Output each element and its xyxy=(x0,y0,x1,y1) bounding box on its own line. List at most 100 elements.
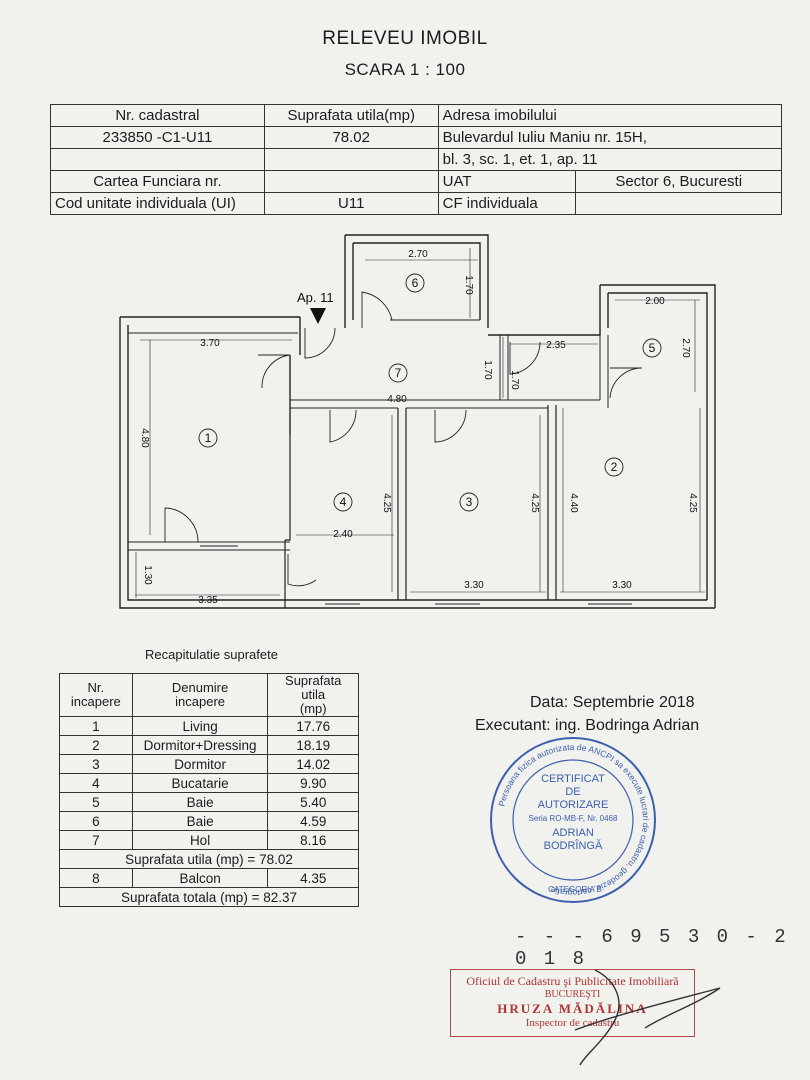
dimension-text: 4.80 xyxy=(139,428,150,448)
stamp-category: CATEGORIA B xyxy=(548,885,602,894)
room-number: 1 xyxy=(205,431,212,445)
recap-title: Recapitulatie suprafete xyxy=(145,647,278,662)
window xyxy=(200,541,238,547)
room-circle xyxy=(333,492,353,512)
cell-name: Dormitor xyxy=(131,754,269,774)
header-nr: Nr. incapere xyxy=(59,673,133,717)
cell-area: 4.35 xyxy=(267,868,359,888)
adresa-line2: bl. 3, sc. 1, et. 1, ap. 11 xyxy=(437,148,783,171)
adresa-label: Adresa imobilului xyxy=(437,104,783,127)
interior-wall xyxy=(499,335,609,408)
cell-nr: 4 xyxy=(59,773,133,793)
cell-nr: 3 xyxy=(59,754,133,774)
door-swing xyxy=(609,367,643,399)
interior-wall xyxy=(397,408,407,600)
cell-name: Baie xyxy=(131,792,269,812)
dimension-text: 2.35 xyxy=(546,340,566,351)
cell-name: Hol xyxy=(131,830,269,850)
entrance-arrow-icon xyxy=(310,308,326,324)
window xyxy=(325,599,632,605)
door-swing xyxy=(329,409,357,443)
adresa-line1: Bulevardul Iuliu Maniu nr. 15H, xyxy=(437,126,783,149)
dimension-text: 1.70 xyxy=(482,360,493,380)
cell-name: Baie xyxy=(131,811,269,831)
cell-name: Bucatarie xyxy=(131,773,269,793)
cod-ui-label: Cod unitate individuala (UI) xyxy=(50,192,265,215)
dimension-text: 4.40 xyxy=(568,493,579,513)
dimension-text: 3.35 xyxy=(198,595,218,606)
door-swing xyxy=(304,327,336,359)
stamp-line: Seria RO-MB-F, Nr. 0468 xyxy=(529,814,618,823)
header-denumire-text: Denumire incapere xyxy=(171,680,229,709)
room-number: 3 xyxy=(466,495,473,509)
stamp-outer-ring xyxy=(490,737,656,903)
dimension-text: 1.70 xyxy=(509,370,520,390)
stamp-line: BODRÎNGĂ xyxy=(544,839,603,852)
empty-cell xyxy=(263,170,439,193)
dimension-text: 2.40 xyxy=(333,529,353,540)
dimension-text: 4.25 xyxy=(381,493,392,513)
nr-cadastral-value: 233850 -C1-U11 xyxy=(50,126,265,149)
floor-plan: Ap. 11 6 5 7 1 2 4 3 2.70 1.70 2.00 2.70… xyxy=(119,234,716,609)
dimension-text: 4.80 xyxy=(387,394,407,405)
room-number: 7 xyxy=(395,366,402,380)
header-nr-text: Nr. incapere xyxy=(70,680,121,709)
empty-cell xyxy=(575,192,782,215)
dimension-text: 2.70 xyxy=(408,249,428,260)
room-number: 2 xyxy=(611,460,618,474)
room-circle xyxy=(388,363,408,383)
suprafata-label: Suprafata utila(mp) xyxy=(263,104,439,127)
stamp-inner-ring xyxy=(512,759,634,881)
cell-area: 8.16 xyxy=(267,830,359,850)
subtotal-row: Suprafata utila (mp) = 78.02 xyxy=(59,849,359,869)
stamp-line: CERTIFICAT xyxy=(541,773,605,785)
door-swing xyxy=(164,507,199,543)
room-circle xyxy=(604,457,624,477)
room-circle xyxy=(642,338,662,358)
door-swing xyxy=(287,554,317,587)
cell-area: 17.76 xyxy=(267,716,359,736)
dimension-text: 2.00 xyxy=(645,296,665,307)
cell-nr: 7 xyxy=(59,830,133,850)
registration-number: - - - 6 9 5 3 0 - 2 0 1 8 xyxy=(515,926,789,970)
stamp-line: DE xyxy=(565,786,580,798)
outer-wall xyxy=(289,317,301,435)
cell-nr: 5 xyxy=(59,792,133,812)
nr-cadastral-label: Nr. cadastral xyxy=(50,104,265,127)
cell-area: 9.90 xyxy=(267,773,359,793)
dimension-text: 1.30 xyxy=(142,565,153,585)
total-row: Suprafata totala (mp) = 82.37 xyxy=(59,887,359,907)
dimension-text: 3.30 xyxy=(464,580,484,591)
cell-area: 4.59 xyxy=(267,811,359,831)
executant: Executant: ing. Bodringa Adrian xyxy=(475,717,700,734)
empty-cell xyxy=(50,148,265,171)
outer-wall xyxy=(345,234,489,328)
stamp-line: ADRIAN xyxy=(552,827,594,839)
dimension-text: 2.70 xyxy=(680,338,691,358)
ocpi-line: Oficiul de Cadastru şi Publicitate Imobi… xyxy=(466,974,679,988)
door-swing xyxy=(361,291,393,328)
cell-name: Dormitor+Dressing xyxy=(131,735,269,755)
cell-name: Living xyxy=(131,716,269,736)
dimension-text: 4.25 xyxy=(687,493,698,513)
room-circle xyxy=(198,428,218,448)
cell-nr: 1 xyxy=(59,716,133,736)
room-number: 4 xyxy=(340,495,347,509)
interior-wall xyxy=(284,435,291,608)
scale-label: SCARA 1 : 100 xyxy=(344,60,466,79)
property-info-table: Nr. cadastral Suprafata utila(mp) Adresa… xyxy=(50,104,783,215)
room-number: 6 xyxy=(412,276,419,290)
ocpi-line: BUCUREŞTI xyxy=(544,989,601,1000)
outer-wall xyxy=(344,235,354,328)
cell-area: 5.40 xyxy=(267,792,359,812)
carte-funciara-label: Cartea Funciara nr. xyxy=(50,170,265,193)
subtotal-text: Suprafata utila (mp) = 78.02 xyxy=(59,849,359,869)
cell-area: 14.02 xyxy=(267,754,359,774)
outer-wall xyxy=(119,316,300,609)
